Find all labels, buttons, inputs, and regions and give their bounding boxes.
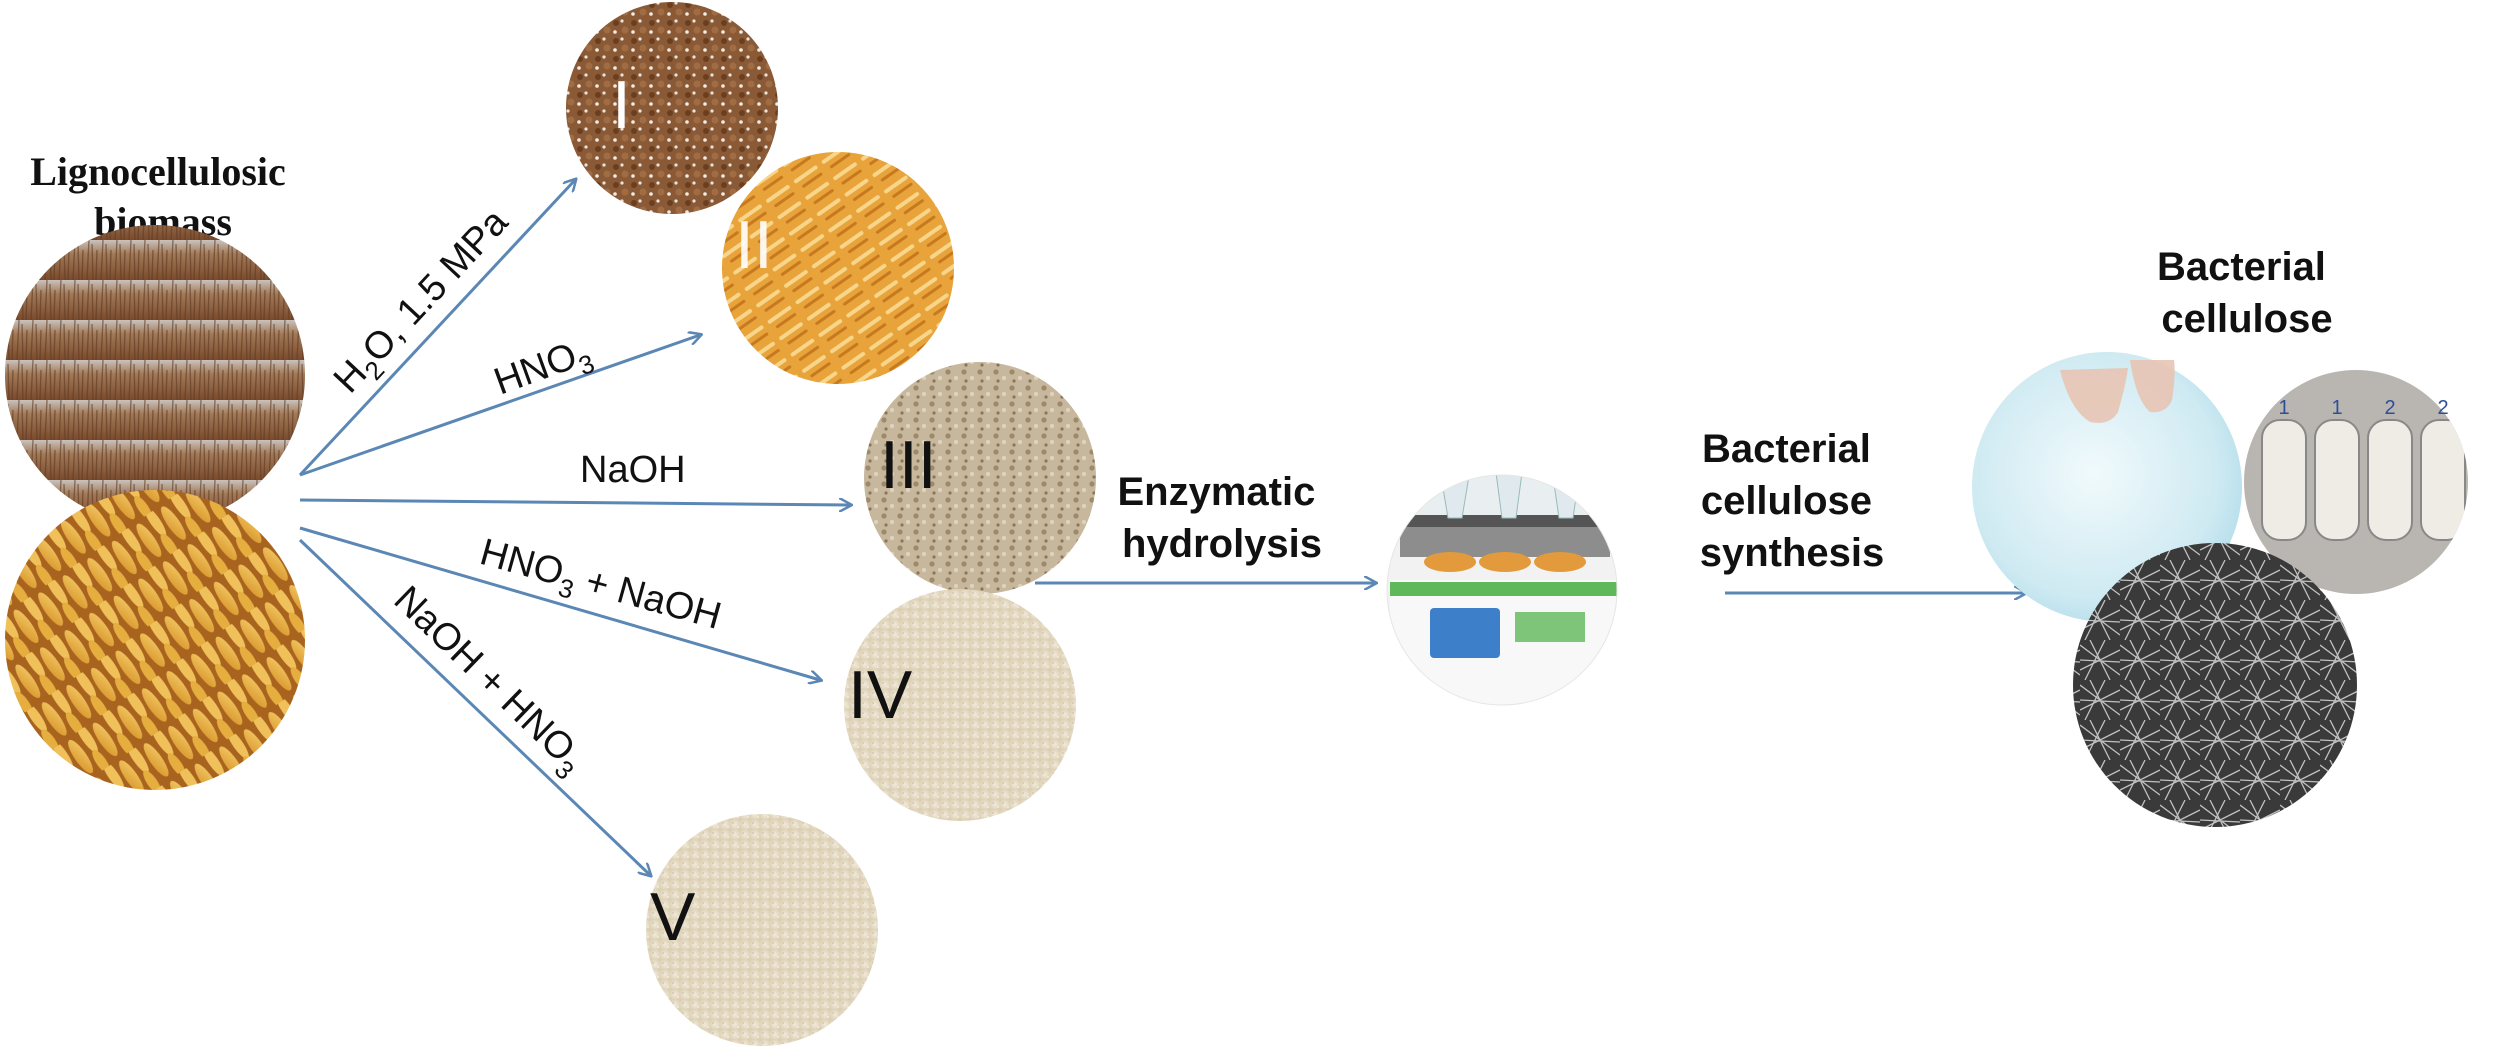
product-title: Bacterial cellulose [2157, 245, 2337, 341]
arrow-to-II [299, 335, 700, 477]
tray-photo [2244, 370, 2468, 594]
sample-III-photo [864, 362, 1096, 594]
sample-IV-photo [844, 589, 1076, 821]
tray-label-2a: 2 [2384, 397, 2395, 419]
oat-photo [5, 490, 305, 790]
sample-II-numeral: II [735, 207, 773, 283]
arrow-to-V [298, 538, 650, 875]
step-synthesis-label: Bacterial cellulose synthesis [1700, 427, 1885, 575]
arrow-to-III [299, 500, 850, 505]
sample-V-photo [646, 814, 878, 1046]
sample-I-numeral: I [612, 67, 631, 143]
arrow-to-I [298, 180, 575, 477]
arrow-to-IV [299, 526, 820, 680]
shaker-photo [1387, 475, 1617, 705]
label-pathway-V: NaOH + HNO3 [381, 578, 593, 785]
step-hydrolysis-label: Enzymatic hydrolysis [1118, 470, 1327, 566]
sample-III-numeral: III [880, 427, 937, 503]
tray-label-1a: 1 [2278, 397, 2289, 419]
tray-label-1b: 1 [2331, 397, 2342, 419]
sample-I-photo [566, 2, 778, 214]
label-pathway-II: HNO3 [489, 330, 599, 410]
label-pathway-IV: HNO3 + NaOH [474, 531, 726, 644]
sample-IV-numeral: IV [848, 657, 913, 733]
tray-label-2b: 2 [2437, 397, 2448, 419]
source-title: Lignocellulosic biomass [30, 149, 296, 244]
pathway-arrows [298, 180, 850, 875]
hand-shape [2060, 360, 2175, 423]
sample-II-photo [722, 152, 954, 384]
sem-photo [2073, 543, 2357, 827]
sample-V-numeral: V [650, 879, 696, 955]
label-pathway-III: NaOH [580, 449, 686, 491]
grass-photo [5, 225, 305, 525]
